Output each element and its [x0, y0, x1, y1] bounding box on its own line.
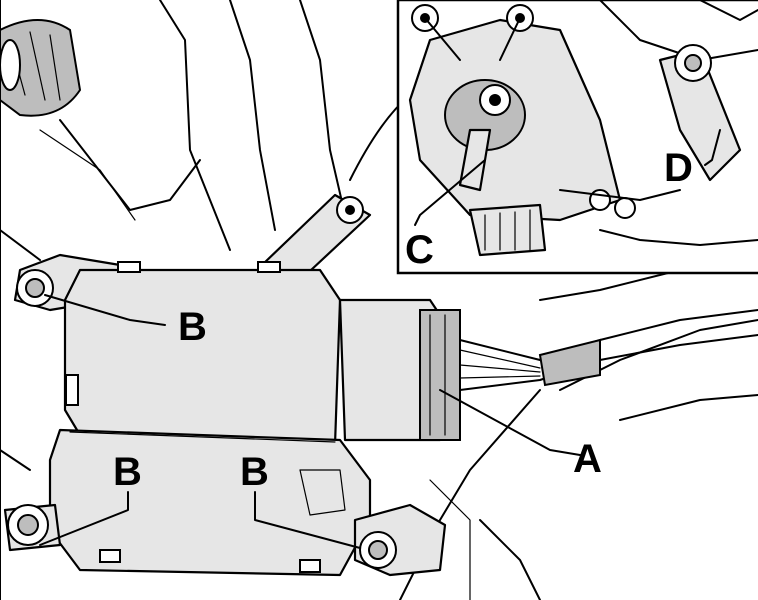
- leader-b3: [254, 491, 361, 549]
- leader-b1: [44, 294, 166, 326]
- callout-a: A: [573, 437, 602, 481]
- leader-c: [414, 159, 486, 226]
- inset-detail: [396, 0, 758, 275]
- callout-d: D: [664, 146, 693, 190]
- control-rod: [260, 94, 411, 287]
- electrical-connector: [338, 298, 758, 442]
- leader-a: [439, 389, 581, 456]
- leader-lines: [39, 129, 721, 549]
- callout-b-lower-right: B: [240, 450, 269, 494]
- lower-left-screw: [3, 503, 62, 552]
- actuator-body: [48, 261, 372, 577]
- fan-hub: [0, 19, 82, 117]
- lower-right-bracket: [353, 503, 447, 577]
- callout-b-upper: B: [178, 305, 207, 349]
- callout-b-lower-left: B: [113, 450, 142, 494]
- callout-c: C: [405, 228, 434, 272]
- leader-b2: [39, 491, 129, 546]
- leader-d: [704, 129, 721, 166]
